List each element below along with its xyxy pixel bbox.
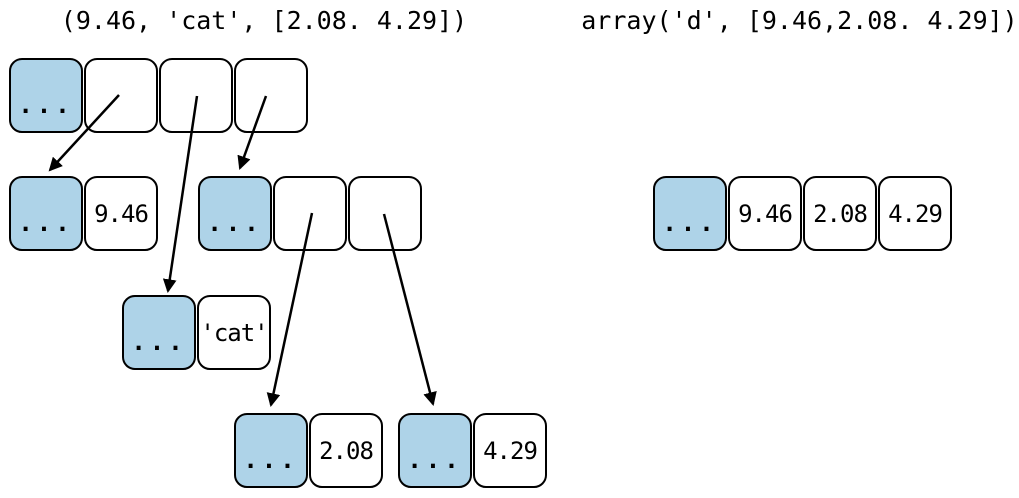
string-object-row: ... 'cat' (122, 295, 271, 370)
tuple-pointer-slot-0 (84, 58, 158, 133)
float-429-value-cell: 4.29 (473, 413, 547, 488)
ellipsis-text: ... (407, 446, 463, 474)
tuple-header-cell: ... (9, 58, 83, 133)
tuple-object-row: ... (9, 58, 308, 133)
list-object-row: ... (198, 176, 422, 251)
tuple-pointer-slot-1 (159, 58, 233, 133)
ellipsis-text: ... (18, 91, 74, 119)
array-title: array('d', [9.46,2.08. 4.29]) (581, 6, 1018, 35)
tuple-title: (9.46, 'cat', [2.08. 4.29]) (60, 6, 468, 35)
array-value-cell-2: 4.29 (878, 176, 952, 251)
ellipsis-text: ... (243, 446, 299, 474)
string-header-cell: ... (122, 295, 196, 370)
ellipsis-text: ... (18, 209, 74, 237)
ellipsis-text: ... (662, 209, 718, 237)
array-value-cell-1: 2.08 (803, 176, 877, 251)
float-946-value-cell: 9.46 (84, 176, 158, 251)
list-pointer-slot-1 (348, 176, 422, 251)
string-value-cell: 'cat' (197, 295, 271, 370)
float-object-208-row: ... 2.08 (234, 413, 383, 488)
float-object-946-row: ... 9.46 (9, 176, 158, 251)
float-429-header-cell: ... (398, 413, 472, 488)
float-208-header-cell: ... (234, 413, 308, 488)
array-value-cell-0: 9.46 (728, 176, 802, 251)
float-208-value-cell: 2.08 (309, 413, 383, 488)
array-object-row: ... 9.46 2.08 4.29 (653, 176, 952, 251)
list-pointer-slot-0 (273, 176, 347, 251)
list-header-cell: ... (198, 176, 272, 251)
float-946-header-cell: ... (9, 176, 83, 251)
ellipsis-text: ... (131, 328, 187, 356)
float-object-429-row: ... 4.29 (398, 413, 547, 488)
tuple-pointer-slot-2 (234, 58, 308, 133)
ellipsis-text: ... (207, 209, 263, 237)
array-header-cell: ... (653, 176, 727, 251)
